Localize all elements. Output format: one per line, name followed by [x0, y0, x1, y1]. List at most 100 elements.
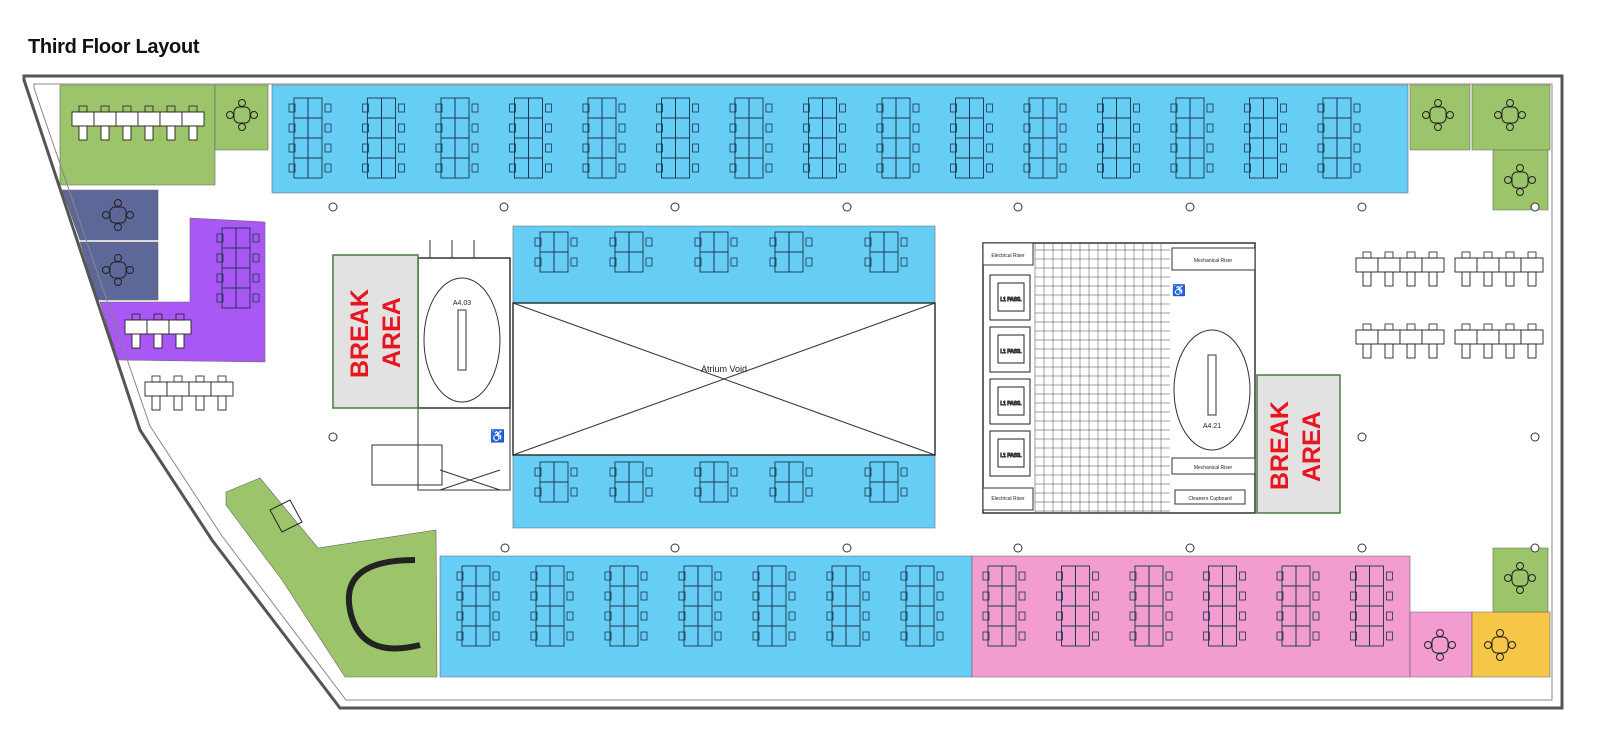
building-inner-wall — [33, 83, 1553, 701]
meeting-table — [1424, 629, 1456, 661]
desk-cluster-top — [288, 97, 332, 179]
desk-cluster-bottom-pink — [1203, 565, 1246, 647]
desk-cluster-bottom-blue — [678, 565, 722, 647]
zone-green-room-top-right-3 — [1492, 149, 1549, 211]
structural-column — [1013, 543, 1023, 553]
desk-cluster-top — [362, 97, 405, 179]
zone-blue-top — [271, 84, 1409, 194]
left-core: A4.03 ♿ — [371, 240, 511, 491]
desk-cluster-middle-bottom — [769, 461, 813, 503]
desk-row-right — [1454, 323, 1544, 359]
desk-cluster-middle-bottom — [609, 461, 653, 503]
desk-cluster-middle-top — [534, 231, 578, 273]
desk-cluster-bottom-blue — [604, 565, 648, 647]
desk-cluster-bottom-blue — [530, 565, 574, 647]
structural-column — [1530, 543, 1540, 553]
desk-cluster-middle-top — [609, 231, 653, 273]
desk-cluster-purple — [216, 227, 260, 309]
stair-left-label: A4.03 — [453, 300, 471, 307]
desk-cluster-top — [1097, 97, 1140, 179]
zone-navy-room-2 — [79, 241, 159, 301]
desk-cluster-bottom-pink — [1350, 565, 1393, 647]
zone-green-room-top-right-2 — [1471, 84, 1551, 151]
zone-blue-middle-top — [512, 225, 936, 304]
desk-row-left — [144, 375, 234, 411]
desk-cluster-bottom-blue — [826, 565, 870, 647]
zone-blue-middle-bottom — [512, 454, 936, 529]
structural-column — [842, 543, 852, 553]
structural-column — [1185, 543, 1195, 553]
lift: L1 PASS. — [989, 430, 1031, 477]
lift: L1 PASS. — [989, 378, 1031, 425]
lift: L1 PASS. — [989, 274, 1031, 321]
lift-label: L1 PASS. — [1000, 349, 1021, 355]
desk-row-right — [1454, 251, 1544, 287]
atrium-void: Atrium Void — [512, 302, 936, 456]
structural-column — [842, 202, 852, 212]
zone-green-meeting-top-left — [59, 84, 216, 186]
desk-cluster-bottom-pink — [1276, 565, 1320, 647]
desk-row-right — [1355, 323, 1445, 359]
structural-column — [670, 202, 680, 212]
desk-cluster-top — [1244, 97, 1287, 179]
desk-cluster-bottom-pink — [1129, 565, 1173, 647]
break-area-right-label-2: AREA — [1298, 411, 1326, 482]
desk-cluster-middle-top — [864, 231, 908, 273]
meeting-table — [269, 499, 303, 533]
desk-cluster-top — [803, 97, 846, 179]
accessible-icon: ♿ — [1172, 284, 1186, 297]
lift: L1 PASS. — [989, 326, 1031, 373]
mechanical-riser-top-label: Mechanical Riser — [1194, 258, 1233, 264]
structural-column — [328, 432, 338, 442]
desk-cluster-bottom-pink — [1056, 565, 1099, 647]
structural-column — [1530, 202, 1540, 212]
meeting-table — [1494, 99, 1526, 131]
desk-cluster-middle-top — [769, 231, 813, 273]
zone-pink-room — [1409, 611, 1473, 678]
zone-green-room-bottom-right — [1492, 547, 1549, 613]
break-area-left-label-2: AREA — [378, 297, 406, 368]
meeting-table — [1484, 629, 1516, 661]
desk-cluster-bottom-blue — [752, 565, 796, 647]
structural-column — [1357, 543, 1367, 553]
zone-green-room-top-right-1 — [1409, 84, 1471, 151]
lift-label: L1 PASS. — [1000, 297, 1021, 303]
meeting-table — [102, 254, 134, 286]
desk-cluster-top — [582, 97, 626, 179]
desk-cluster-top — [656, 97, 699, 179]
meeting-table — [226, 99, 258, 131]
electrical-riser-bottom-label: Electrical Riser — [991, 496, 1025, 502]
structural-column — [1530, 432, 1540, 442]
structural-column — [1185, 202, 1195, 212]
accessible-icon: ♿ — [490, 429, 505, 443]
page-title: Third Floor Layout — [28, 36, 200, 58]
desk-cluster-middle-bottom — [534, 461, 578, 503]
structural-column — [1357, 202, 1367, 212]
structural-column — [670, 543, 680, 553]
lift-label: L1 PASS. — [1000, 401, 1021, 407]
right-core: Electrical Riser Electrical Riser L1 PAS… — [982, 242, 1256, 514]
stair-right-label: A4.21 — [1203, 423, 1221, 430]
mechanical-riser-bottom-label: Mechanical Riser — [1194, 465, 1233, 471]
break-area-left: BREAK AREA — [332, 254, 419, 409]
zone-yellow-room — [1471, 611, 1551, 678]
desk-cluster-top — [950, 97, 993, 179]
cleaners-cupboard-label: Cleaners Cupboard — [1188, 496, 1232, 502]
desk-cluster-top — [729, 97, 773, 179]
meeting-table — [102, 199, 134, 231]
building-outline — [22, 74, 1564, 710]
zone-pink-bottom — [971, 555, 1411, 678]
zone-green-room-top-left — [214, 84, 269, 151]
atrium-label: Atrium Void — [701, 364, 747, 374]
desk-cluster-top — [1317, 97, 1361, 179]
structural-column — [1357, 432, 1367, 442]
meeting-table — [1422, 99, 1454, 131]
meeting-table — [1504, 164, 1536, 196]
structural-column — [499, 202, 509, 212]
desk-cluster-middle-bottom — [694, 461, 738, 503]
zone-blue-bottom — [439, 555, 973, 678]
desk-cluster-bottom-pink — [982, 565, 1026, 647]
structural-column — [328, 202, 338, 212]
zone-green-bottom-left — [225, 477, 438, 678]
